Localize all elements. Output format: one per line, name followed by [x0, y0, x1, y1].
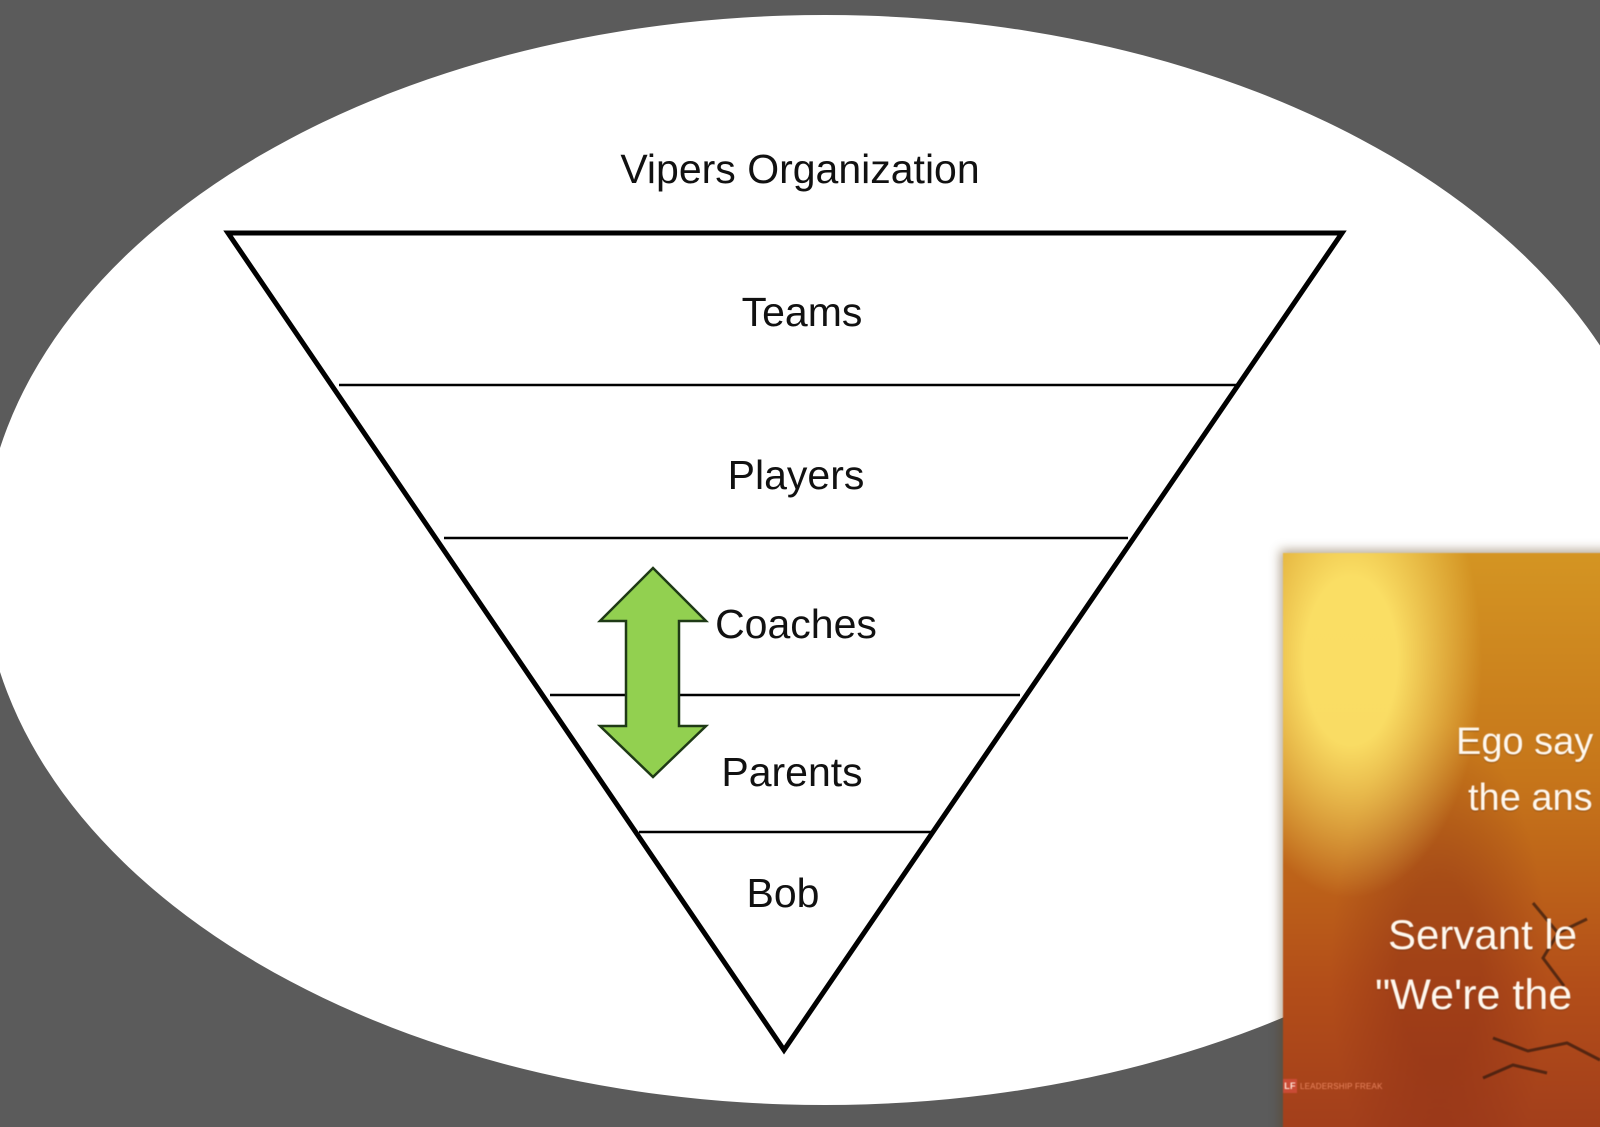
- level-label-parents: Parents: [721, 749, 862, 795]
- brand-logo: LF LEADERSHIP FREAK: [1283, 1079, 1383, 1093]
- level-label-teams: Teams: [742, 289, 863, 335]
- level-label-coaches: Coaches: [715, 601, 877, 647]
- brand-mark: LF: [1283, 1079, 1297, 1093]
- level-label-players: Players: [728, 452, 865, 498]
- inverted-pyramid: Teams Players Coaches Parents Bob: [223, 230, 1347, 1055]
- level-label-bob: Bob: [747, 870, 820, 916]
- brand-text: LEADERSHIP FREAK: [1300, 1081, 1383, 1091]
- quote-line-3: Servant le: [1388, 911, 1578, 958]
- quote-line-1: Ego say: [1456, 721, 1594, 763]
- quote-image: Ego say the ans Servant le "We're the LF…: [1283, 553, 1600, 1127]
- pyramid-outline: [223, 230, 1347, 1055]
- quote-line-4: "We're the: [1375, 971, 1573, 1019]
- double-headed-arrow-icon: [596, 566, 710, 779]
- organization-title: Vipers Organization: [620, 146, 979, 192]
- crack-decoration: [1482, 902, 1600, 1080]
- quote-line-2: the ans: [1468, 777, 1593, 819]
